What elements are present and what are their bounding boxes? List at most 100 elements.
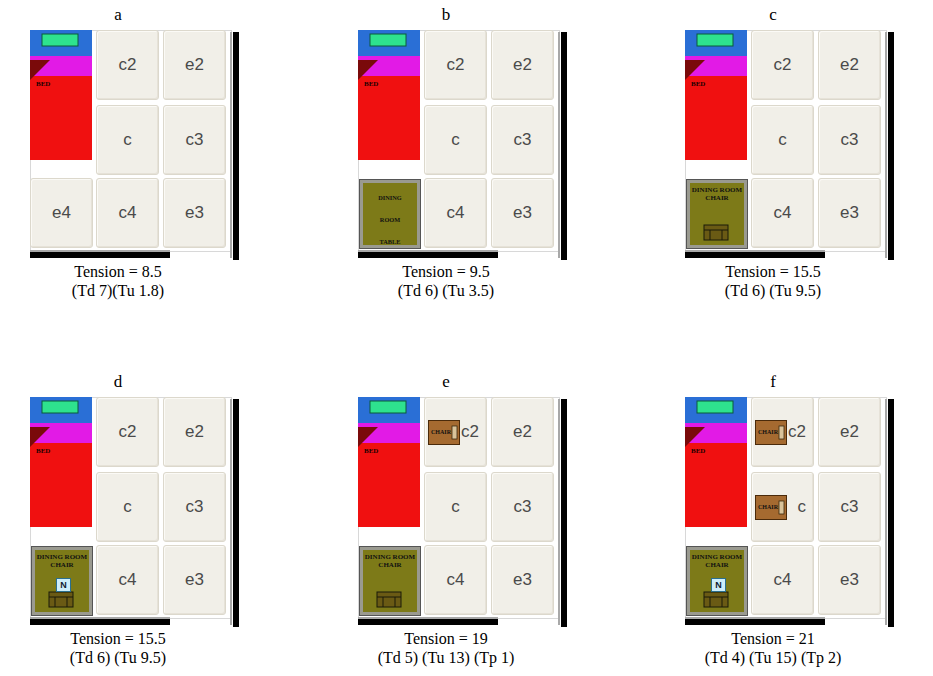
room-panel: BEDc2e2cc3DINING ROOM CHAIRc4e3cTension … — [685, 5, 897, 305]
grid-cell-label: c4 — [774, 203, 792, 223]
wall-edge — [30, 617, 170, 619]
chair-seat — [452, 426, 457, 439]
marker-icon-label: N — [715, 580, 722, 590]
room-panel: BEDCHAIRc2e2cc3DINING ROOM CHAIRc4e3eTen… — [358, 372, 570, 672]
bed-label: BED — [36, 447, 50, 455]
panel-letter: b — [358, 5, 534, 25]
grid-cell: c4 — [751, 178, 814, 248]
grid-cell-label: e3 — [840, 203, 859, 223]
dining-chair-label: DINING ROOM CHAIR — [691, 553, 743, 569]
wall — [561, 32, 567, 260]
grid-cell: CHAIRc2 — [424, 397, 487, 467]
grid-cell: c2 — [96, 397, 159, 467]
bed-body — [358, 443, 420, 527]
blanket-corner — [358, 427, 378, 447]
grid-cell-label: e3 — [513, 203, 532, 223]
wall-edge — [685, 250, 825, 252]
chair-back — [49, 597, 73, 598]
dining-chair-label: DINING ROOM CHAIR — [36, 553, 88, 569]
marker-icon: N — [711, 578, 726, 592]
grid-cell-label: c — [123, 497, 132, 517]
chair: CHAIR — [755, 420, 787, 445]
bed-drawing — [358, 397, 420, 527]
chair-label: CHAIR — [758, 504, 778, 510]
wall — [358, 619, 498, 625]
chair-seat — [779, 426, 784, 439]
pillow — [697, 34, 733, 46]
grid-cell: CHAIR c2 — [751, 397, 814, 467]
chair-back — [377, 597, 401, 598]
grid-cell: c4 — [751, 545, 814, 615]
grid-cell-label: c4 — [774, 570, 792, 590]
grid-cell-label: c3 — [514, 130, 532, 150]
tension-value: (Td 5) (Tu 13) (Tp 1) — [358, 649, 534, 667]
grid-cell-label: c — [451, 130, 460, 150]
grid-cell: c2 — [751, 30, 814, 100]
bed-drawing — [358, 30, 420, 160]
panel-letter: c — [685, 5, 861, 25]
chair-seat — [49, 592, 73, 607]
bed-label: BED — [36, 80, 50, 88]
blanket-corner — [358, 60, 378, 80]
grid-cell-label: e3 — [513, 570, 532, 590]
bed-head — [30, 397, 92, 423]
dining-chair-label: DINING ROOM CHAIR — [691, 186, 743, 202]
bed-body — [358, 76, 420, 160]
bed-head — [358, 397, 420, 423]
blanket-corner — [30, 60, 50, 80]
grid-cell-label: c4 — [447, 570, 465, 590]
grid-cell: c — [751, 105, 814, 175]
grid-cell: e2 — [163, 397, 226, 467]
grid-cell-label: c2 — [119, 422, 137, 442]
wall-edge — [30, 250, 170, 252]
grid-cell-label: e2 — [185, 55, 204, 75]
grid-cell: e2 — [818, 397, 881, 467]
tension-value: Tension = 15.5 — [30, 630, 206, 648]
grid-cell-label: c — [798, 497, 807, 517]
dining-table-label: DINING ROOM TABLE — [364, 187, 416, 253]
wall-edge — [230, 32, 232, 258]
grid-cell: e3 — [491, 545, 554, 615]
grid-cell: CHAIR c — [751, 472, 814, 542]
grid-cell-label: c2 — [774, 55, 792, 75]
room-panel: BEDc2e2cc3NDINING ROOM CHAIRc4e3dTension… — [30, 372, 242, 672]
chair: CHAIR — [428, 420, 460, 445]
grid-cell-label: e2 — [185, 422, 204, 442]
bed: BED — [358, 397, 420, 527]
chair-back — [704, 597, 728, 598]
wall — [30, 252, 170, 258]
wall-edge — [230, 399, 232, 625]
bed-drawing — [685, 397, 747, 527]
chair-seat — [704, 225, 728, 240]
chair-leg — [722, 230, 723, 240]
grid-cell: c — [424, 105, 487, 175]
wall-edge — [885, 32, 887, 258]
grid-cell: c4 — [96, 545, 159, 615]
chair-label: CHAIR — [431, 429, 451, 435]
grid-cell-label: c3 — [514, 497, 532, 517]
chair-label: CHAIR — [758, 429, 778, 435]
bed-drawing — [30, 397, 92, 527]
room-outline — [31, 31, 232, 252]
chair-leg — [710, 597, 711, 607]
bed-drawing — [30, 30, 92, 160]
dining-chair-label: DINING ROOM CHAIR — [364, 553, 416, 569]
grid-cell: e4 — [30, 178, 93, 248]
chair-seat — [377, 592, 401, 607]
wall — [233, 32, 239, 260]
dining-chair: NDINING ROOM CHAIR — [32, 547, 92, 615]
grid-cell-label: c2 — [788, 422, 806, 442]
bed: BED — [685, 397, 747, 527]
wall-edge — [558, 399, 560, 625]
room-panel: BEDc2e2cc3e4c4e3aTension = 8.5(Td 7)(Tu … — [30, 5, 242, 305]
grid-cell: e2 — [491, 397, 554, 467]
tension-value: Tension = 9.5 — [358, 263, 534, 281]
wall — [30, 619, 170, 625]
grid-cell-label: c — [451, 497, 460, 517]
grid-cell: c4 — [96, 178, 159, 248]
grid-cell-label: c3 — [841, 130, 859, 150]
grid-cell-label: c3 — [186, 497, 204, 517]
tension-value: (Td 6) (Tu 3.5) — [358, 282, 534, 300]
chair-seat — [704, 592, 728, 607]
